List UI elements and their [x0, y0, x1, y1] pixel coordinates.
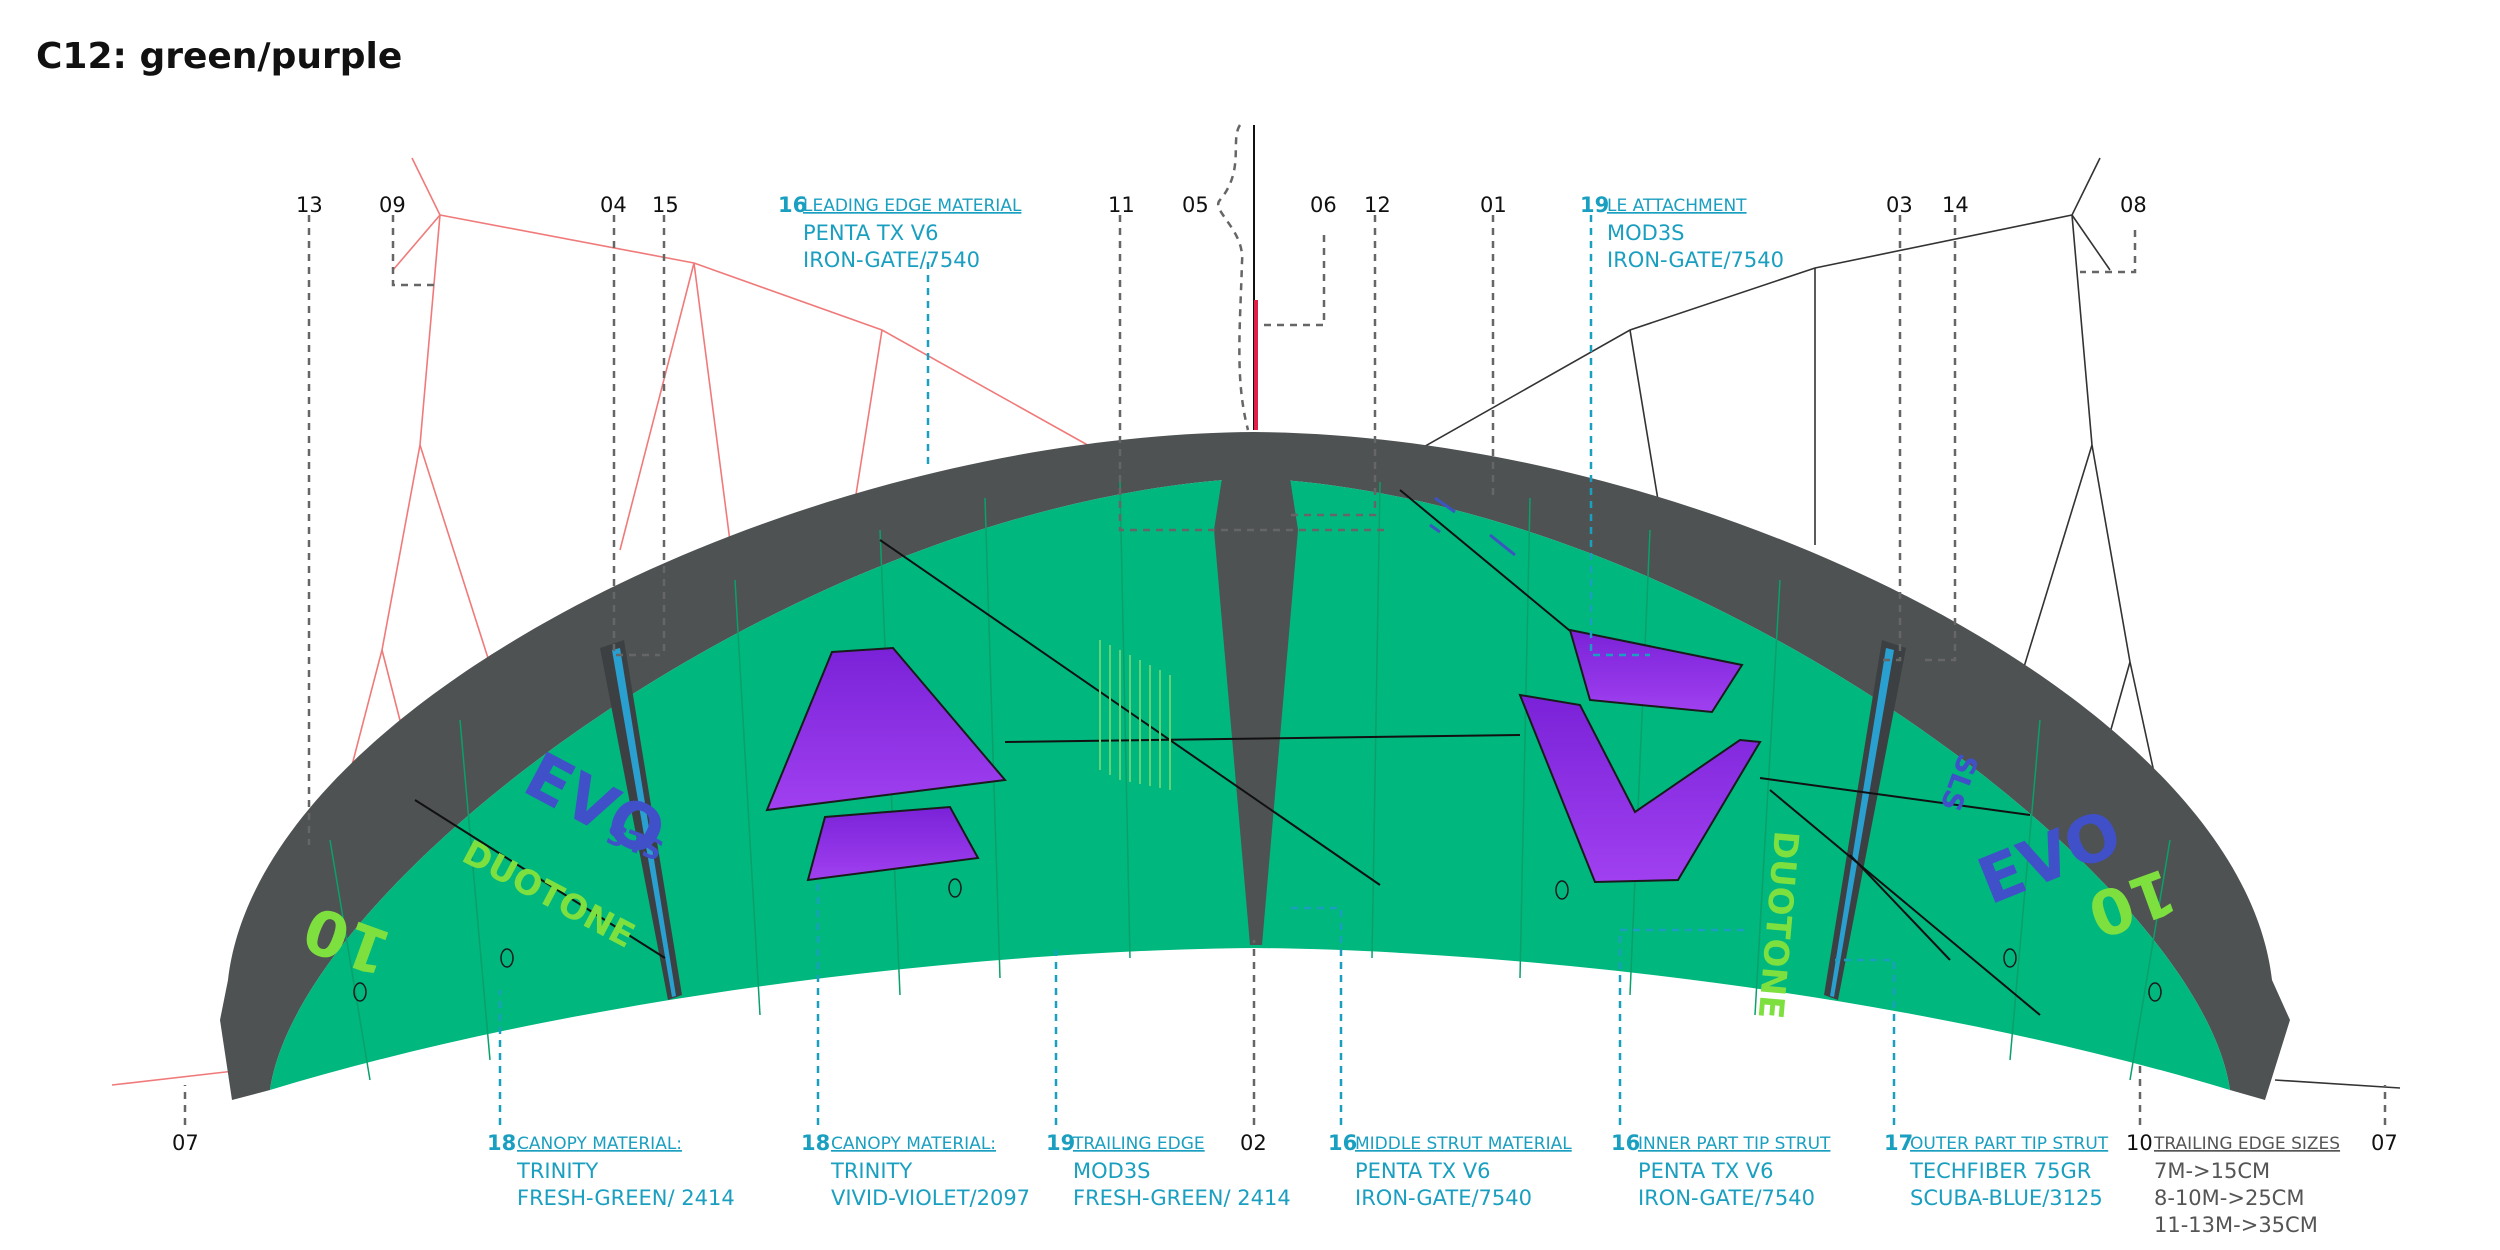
svg-text:16: 16 [1611, 1131, 1640, 1155]
svg-text:MIDDLE STRUT MATERIAL: MIDDLE STRUT MATERIAL [1355, 1134, 1572, 1154]
svg-text:IRON-GATE/7540: IRON-GATE/7540 [803, 248, 980, 272]
label-07-right: 07 [2371, 1131, 2398, 1155]
svg-text:CANOPY MATERIAL:: CANOPY MATERIAL: [831, 1134, 996, 1154]
label-13: 13 [296, 193, 323, 217]
label-15: 15 [652, 193, 679, 217]
svg-text:TRAILING EDGE: TRAILING EDGE [1072, 1134, 1205, 1154]
svg-text:MOD3S: MOD3S [1073, 1159, 1151, 1183]
svg-text:18: 18 [487, 1131, 516, 1155]
label-02: 02 [1240, 1131, 1267, 1155]
svg-text:18: 18 [801, 1131, 830, 1155]
top-number-labels: 13 09 04 15 11 05 06 12 01 03 14 08 [296, 193, 2147, 217]
svg-text:TECHFIBER 75GR: TECHFIBER 75GR [1909, 1159, 2091, 1183]
svg-text:OUTER PART TIP STRUT: OUTER PART TIP STRUT [1910, 1134, 2109, 1154]
le-attachment-marks [1429, 496, 1516, 557]
callout-trailing-edge: 19 TRAILING EDGE MOD3S FRESH-GREEN/ 2414 [1046, 1131, 1291, 1210]
svg-text:19: 19 [1580, 193, 1609, 217]
svg-text:TRAILING EDGE SIZES: TRAILING EDGE SIZES [2153, 1134, 2340, 1154]
svg-text:19: 19 [1046, 1131, 1075, 1155]
svg-text:IRON-GATE/7540: IRON-GATE/7540 [1638, 1186, 1815, 1210]
violet-panels [765, 628, 1762, 884]
center-strut [1214, 478, 1298, 945]
label-08: 08 [2120, 193, 2147, 217]
svg-text:SCUBA-BLUE/3125: SCUBA-BLUE/3125 [1910, 1186, 2103, 1210]
label-12: 12 [1364, 193, 1391, 217]
svg-text:TRINITY: TRINITY [516, 1159, 598, 1183]
svg-text:TRINITY: TRINITY [830, 1159, 912, 1183]
svg-text:16: 16 [1328, 1131, 1357, 1155]
label-11: 11 [1108, 193, 1135, 217]
label-03: 03 [1886, 193, 1913, 217]
center-hatch [1099, 640, 1171, 790]
tip-strut-left [600, 640, 682, 1000]
violet-panel-lower-left [806, 805, 980, 882]
svg-text:7M->15CM: 7M->15CM [2154, 1159, 2270, 1183]
svg-text:FRESH-GREEN/ 2414: FRESH-GREEN/ 2414 [517, 1186, 735, 1210]
callout-le-attachment: 19 LE ATTACHMENT MOD3S IRON-GATE/7540 [1580, 193, 1784, 272]
svg-text:16: 16 [778, 193, 807, 217]
callout-canopy-fresh-green: 18 CANOPY MATERIAL: TRINITY FRESH-GREEN/… [487, 1131, 735, 1210]
svg-text:8-10M->25CM: 8-10M->25CM [2154, 1186, 2304, 1210]
callout-inner-part-tip-strut: 16 INNER PART TIP STRUT PENTA TX V6 IRON… [1611, 1131, 1831, 1210]
label-04: 04 [600, 193, 627, 217]
violet-panel-upper-left [765, 646, 1007, 812]
callout-middle-strut-material: 16 MIDDLE STRUT MATERIAL PENTA TX V6 IRO… [1328, 1131, 1572, 1210]
callout-outer-part-tip-strut: 17 OUTER PART TIP STRUT TECHFIBER 75GR S… [1884, 1131, 2109, 1210]
svg-text:LEADING EDGE MATERIAL: LEADING EDGE MATERIAL [803, 196, 1022, 216]
label-05: 05 [1182, 193, 1209, 217]
label-14: 14 [1942, 193, 1969, 217]
svg-text:FRESH-GREEN/ 2414: FRESH-GREEN/ 2414 [1073, 1186, 1291, 1210]
label-07-left: 07 [172, 1131, 199, 1155]
callout-leading-edge-material: 16 LEADING EDGE MATERIAL PENTA TX V6 IRO… [778, 193, 1022, 272]
tip-strut-right [1824, 640, 1906, 1000]
callout-canopy-vivid-violet: 18 CANOPY MATERIAL: TRINITY VIVID-VIOLET… [801, 1131, 1030, 1210]
svg-text:LE ATTACHMENT: LE ATTACHMENT [1607, 196, 1747, 216]
svg-text:VIVID-VIOLET/2097: VIVID-VIOLET/2097 [831, 1186, 1030, 1210]
label-09: 09 [379, 193, 406, 217]
label-01: 01 [1480, 193, 1507, 217]
canopy-seams [329, 481, 2171, 1081]
violet-panel-lower-right [1518, 693, 1762, 884]
svg-text:PENTA TX V6: PENTA TX V6 [1355, 1159, 1491, 1183]
bridle-right [1396, 157, 2401, 1089]
diagram-title: C12: green/purple [36, 36, 403, 77]
svg-text:PENTA TX V6: PENTA TX V6 [1638, 1159, 1774, 1183]
svg-text:INNER PART TIP STRUT: INNER PART TIP STRUT [1638, 1134, 1831, 1154]
svg-text:IRON-GATE/7540: IRON-GATE/7540 [1355, 1186, 1532, 1210]
leader-lines [183, 124, 2387, 1125]
svg-text:MOD3S: MOD3S [1607, 221, 1685, 245]
svg-text:17: 17 [1884, 1131, 1913, 1155]
svg-text:10: 10 [2126, 1131, 2153, 1155]
bridle-left [111, 157, 1119, 1086]
svg-text:CANOPY MATERIAL:: CANOPY MATERIAL: [517, 1134, 682, 1154]
svg-text:11-13M->35CM: 11-13M->35CM [2154, 1213, 2318, 1237]
svg-text:PENTA TX V6: PENTA TX V6 [803, 221, 939, 245]
valve-markers [353, 878, 2162, 1002]
callout-trailing-edge-sizes: 10 TRAILING EDGE SIZES 7M->15CM 8-10M->2… [2126, 1131, 2340, 1237]
svg-text:IRON-GATE/7540: IRON-GATE/7540 [1607, 248, 1784, 272]
violet-panel-upper-right [1568, 628, 1744, 714]
label-06: 06 [1310, 193, 1337, 217]
leading-edge [220, 432, 2290, 1100]
